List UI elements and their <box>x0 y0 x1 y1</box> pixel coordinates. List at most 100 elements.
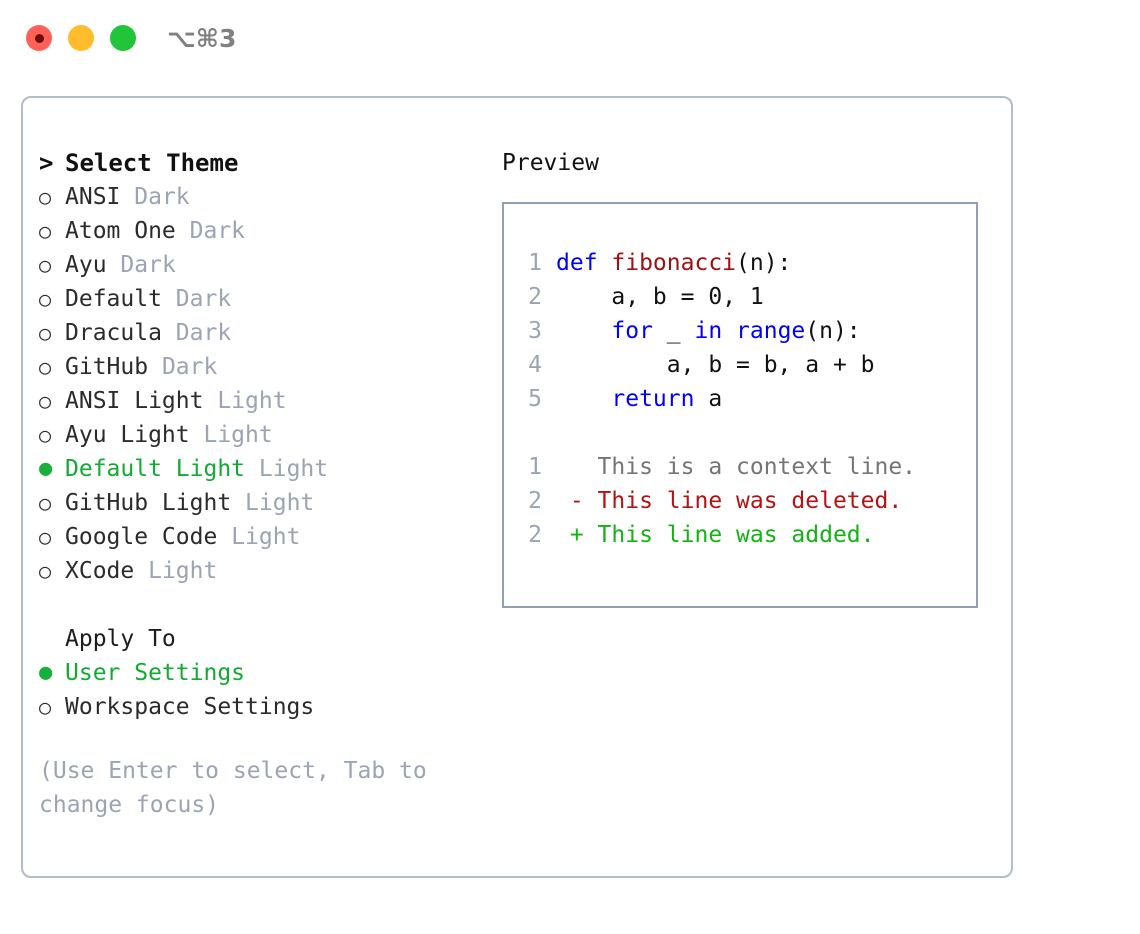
token-add: + This line was added. <box>556 522 875 548</box>
radio-unselected-icon[interactable]: ○ <box>39 287 52 311</box>
token-fn: fibonacci <box>611 250 737 276</box>
theme-list-item[interactable]: ○ Atom One Dark <box>39 214 469 248</box>
theme-selection-column: > Select Theme ○ANSI Dark○Atom One Dark○… <box>39 146 469 822</box>
apply-to-list: ●User Settings ○ Workspace Settings <box>39 656 469 724</box>
apply-to-title: Apply To <box>65 626 176 652</box>
theme-category: Light <box>258 456 329 482</box>
spacer <box>245 452 259 486</box>
theme-list-item[interactable]: ○XCode Light <box>39 554 469 588</box>
diff-line: 2 - This line was deleted. <box>504 484 976 518</box>
radio-unselected-icon[interactable]: ○ <box>39 559 52 583</box>
line-number: 4 <box>528 352 542 378</box>
code-line: 5 return a <box>504 382 976 416</box>
window-controls <box>26 25 136 51</box>
theme-list-item[interactable]: ○GitHub Light Light <box>39 486 469 520</box>
theme-list: ○ANSI Dark○Atom One Dark○Ayu Dark○Defaul… <box>39 180 469 588</box>
theme-category: Light <box>231 524 301 550</box>
spacer <box>203 384 217 418</box>
title-bar: ⌥⌘3 <box>0 0 1140 78</box>
theme-category: Dark <box>175 286 232 312</box>
radio-selected-icon[interactable]: ● <box>39 660 53 685</box>
theme-list-item[interactable]: ○ANSI Light Light <box>39 384 469 418</box>
line-content: - This line was deleted. <box>556 484 902 518</box>
spacer <box>162 282 176 316</box>
radio-unselected-icon[interactable]: ○ <box>39 253 52 277</box>
theme-name: Atom One <box>65 218 176 244</box>
line-content: a, b = b, a + b <box>556 348 875 382</box>
close-button[interactable] <box>26 25 52 51</box>
list-spacer <box>39 588 469 622</box>
theme-list-item[interactable]: ○ Dracula Dark <box>39 316 469 350</box>
maximize-button[interactable] <box>110 25 136 51</box>
line-content: This is a context line. <box>556 450 917 484</box>
line-content: for _ in range(n): <box>556 314 861 348</box>
radio-unselected-icon[interactable]: ○ <box>39 355 52 379</box>
line-content: a, b = 0, 1 <box>556 280 763 314</box>
theme-name: Ayu Light <box>65 422 190 448</box>
theme-list-item[interactable]: ○ Google Code Light <box>39 520 469 554</box>
keyboard-hint: (Use Enter to select, Tab to change focu… <box>39 758 427 818</box>
main-panel: > Select Theme ○ANSI Dark○Atom One Dark○… <box>21 96 1013 878</box>
radio-unselected-icon[interactable]: ○ <box>39 321 52 345</box>
keyboard-shortcut-label: ⌥⌘3 <box>167 24 237 53</box>
token-kw: for <box>556 318 667 344</box>
apply-to-label: Workspace Settings <box>65 694 315 720</box>
code-diff-separator <box>504 416 976 450</box>
theme-category: Dark <box>134 184 190 210</box>
theme-name: Ayu <box>65 252 107 278</box>
token-plain: a <box>708 386 723 412</box>
theme-name: ANSI <box>65 184 121 210</box>
theme-name: Dracula <box>65 320 162 346</box>
minimize-button[interactable] <box>68 25 94 51</box>
theme-category: Dark <box>120 252 176 278</box>
radio-selected-icon[interactable]: ● <box>39 456 53 481</box>
line-content: return a <box>556 382 722 416</box>
select-theme-label: Select Theme <box>65 149 239 177</box>
diff-sample: 1 This is a context line.2 - This line w… <box>504 450 976 552</box>
theme-list-item[interactable]: ○ ANSI Dark <box>39 180 469 214</box>
radio-unselected-icon[interactable]: ○ <box>39 423 52 447</box>
apply-to-option[interactable]: ○ Workspace Settings <box>39 690 469 724</box>
select-theme-header: > Select Theme <box>39 146 469 180</box>
theme-list-item[interactable]: ○ Ayu Dark <box>39 248 469 282</box>
spacer <box>134 554 148 588</box>
radio-unselected-icon[interactable]: ○ <box>39 219 52 243</box>
theme-list-item[interactable]: ● Default Light Light <box>39 452 469 486</box>
theme-name: Default Light <box>65 456 246 482</box>
theme-name: XCode <box>65 558 135 584</box>
apply-to-option[interactable]: ●User Settings <box>39 656 469 690</box>
token-kw: in range <box>694 318 806 344</box>
theme-category: Dark <box>189 218 246 244</box>
line-number: 3 <box>528 318 542 344</box>
radio-unselected-icon[interactable]: ○ <box>39 185 52 209</box>
spacer <box>120 180 134 214</box>
theme-list-item[interactable]: ○ Ayu Light Light <box>39 418 469 452</box>
spacer <box>190 418 204 452</box>
radio-unselected-icon[interactable]: ○ <box>39 491 52 515</box>
theme-list-item[interactable]: ○GitHub Dark <box>39 350 469 384</box>
token-plain: _ <box>666 318 695 344</box>
token-plain: a, b = b, a + b <box>556 352 875 378</box>
token-ctx: This is a context line. <box>556 454 917 480</box>
theme-category: Light <box>203 422 273 448</box>
preview-title: Preview <box>502 150 599 176</box>
spacer <box>148 350 162 384</box>
token-kw: def <box>556 250 612 276</box>
token-plain: (n): <box>736 250 792 276</box>
theme-name: Google Code <box>65 524 218 550</box>
theme-category: Dark <box>161 354 218 380</box>
radio-unselected-icon[interactable]: ○ <box>39 695 52 719</box>
spacer <box>217 520 231 554</box>
radio-unselected-icon[interactable]: ○ <box>39 389 52 413</box>
theme-category: Dark <box>175 320 232 346</box>
radio-unselected-icon[interactable]: ○ <box>39 525 52 549</box>
token-plain: (n): <box>805 318 861 344</box>
line-number: 2 <box>528 488 542 514</box>
theme-list-item[interactable]: ○Default Dark <box>39 282 469 316</box>
token-del: - This line was deleted. <box>556 488 903 514</box>
